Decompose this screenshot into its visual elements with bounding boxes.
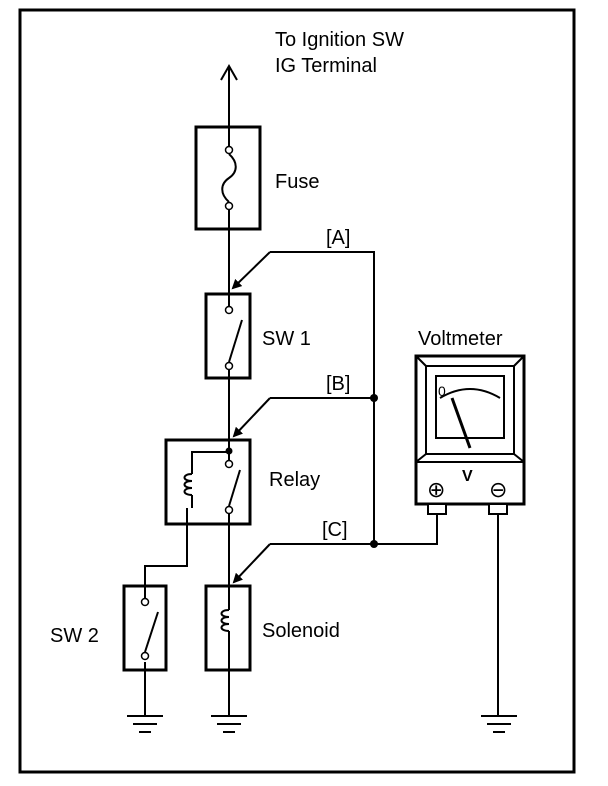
probe-b-label: [B] [326,373,350,395]
probe-b-lead [232,397,374,438]
fuse [194,125,262,231]
positive-terminal-post [427,503,447,515]
meter-scale-arc [439,388,501,399]
voltmeter-label: Voltmeter [418,328,503,350]
ground-symbol-sw2 [127,715,163,733]
meter-unit: V [462,468,473,485]
voltmeter-positive-lead [374,514,438,545]
voltmeter: 0 V ⊕ ⊖ [414,354,526,515]
probe-a-label: [A] [326,227,350,249]
probe-a-lead [231,251,271,290]
test-probe-bus [270,251,375,544]
relay-label: Relay [269,469,320,491]
diagram-border [18,8,576,774]
solenoid [204,584,252,672]
ignition-label-line2: IG Terminal [275,55,377,77]
probe-c-lead [232,543,374,584]
probe-c-label: [C] [322,519,348,541]
relay-junction-dot [225,447,233,455]
positive-terminal-icon: ⊕ [427,477,445,502]
sw2-switch [122,584,168,672]
sw2-label: SW 2 [50,625,99,647]
meter-needle [450,397,472,449]
solenoid-label: Solenoid [262,620,340,642]
relay-to-sw2-wire [144,508,188,586]
negative-terminal-post [488,503,508,515]
ground-symbol-solenoid [211,715,247,733]
meter-zero-mark: 0 [438,383,446,399]
ignition-label-line1: To Ignition SW [275,29,404,51]
ignition-arrow [220,63,238,127]
relay [164,438,252,526]
ground-symbol-voltmeter [481,715,517,733]
sw1-label: SW 1 [262,328,311,350]
negative-terminal-icon: ⊖ [489,477,507,502]
sw1-switch [204,292,252,380]
fuse-label: Fuse [275,171,319,193]
